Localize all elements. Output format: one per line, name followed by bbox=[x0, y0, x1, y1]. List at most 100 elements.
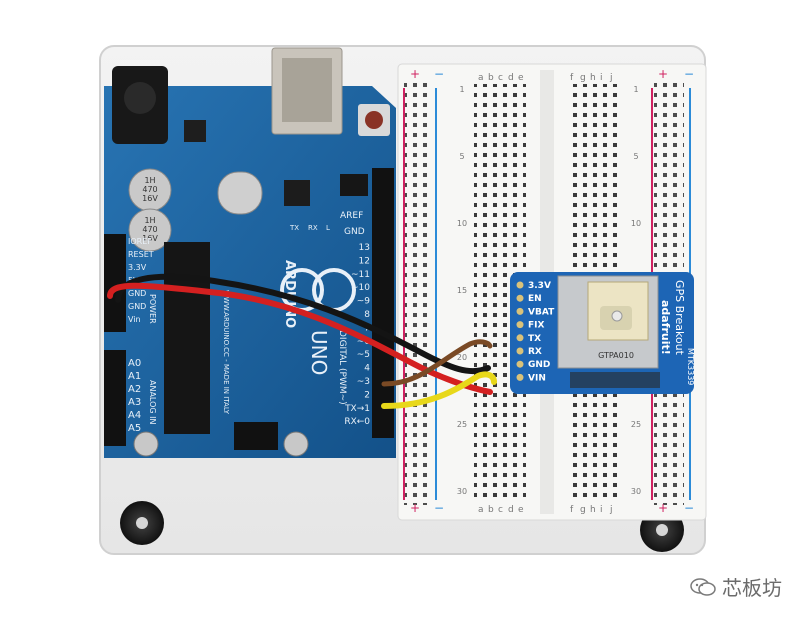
gps-pin-pad bbox=[516, 281, 524, 289]
icsp-header bbox=[340, 174, 368, 196]
led-label: RX bbox=[308, 224, 318, 232]
rail-plus-label: + bbox=[410, 501, 420, 515]
gps-pin-pad bbox=[516, 321, 524, 329]
column-letter: g bbox=[580, 505, 586, 515]
digital-label: DIGITAL (PWM~) bbox=[337, 330, 347, 405]
voltage-regulator bbox=[184, 120, 206, 142]
analog-pin-label: A2 bbox=[128, 384, 141, 395]
cap-label: 16V bbox=[142, 194, 158, 203]
column-letter: h bbox=[590, 73, 596, 83]
digital-pin-label: ~11 bbox=[351, 270, 370, 280]
analog-header bbox=[104, 350, 126, 446]
gps-breakout-board: GTPA010 GPS Breakout adafruit! MTK3339 3… bbox=[510, 272, 695, 394]
power-label: POWER bbox=[148, 294, 157, 324]
row-number: 1 bbox=[459, 85, 464, 94]
analog-pin-label: A1 bbox=[128, 371, 141, 382]
cap-label: 1H bbox=[144, 176, 155, 185]
row-number: 5 bbox=[459, 152, 464, 161]
digital-pin-label: ~6 bbox=[357, 337, 371, 347]
column-letter: b bbox=[488, 73, 494, 83]
row-number: 25 bbox=[457, 420, 467, 429]
aref-label: AREF bbox=[340, 211, 363, 221]
capacitor: 1H 470 16V bbox=[128, 168, 172, 212]
gps-pin-label: RX bbox=[528, 347, 542, 357]
gps-pin-label: VIN bbox=[528, 373, 546, 383]
digital-pin-label: 12 bbox=[359, 256, 370, 266]
power-pin-label: 3.3V bbox=[128, 263, 147, 272]
cap-label: 470 bbox=[142, 185, 157, 194]
column-letter: f bbox=[570, 505, 574, 515]
gps-pin-pad bbox=[516, 294, 524, 302]
gps-pin-pad bbox=[516, 307, 524, 315]
gps-pin-pad bbox=[516, 347, 524, 355]
icsp-header bbox=[234, 422, 278, 450]
gps-title: GPS Breakout bbox=[673, 280, 686, 356]
atmega-chip bbox=[164, 242, 210, 434]
analog-label: ANALOG IN bbox=[148, 380, 157, 425]
row-number: 20 bbox=[457, 353, 467, 362]
watermark: 芯板坊 bbox=[690, 572, 782, 601]
analog-pin-label: A4 bbox=[128, 410, 141, 421]
wire-yellow bbox=[381, 371, 497, 409]
power-pin-label: Vin bbox=[128, 315, 141, 324]
led-label: TX bbox=[289, 224, 299, 232]
gps-part: MTK3339 bbox=[686, 348, 695, 385]
row-number: 30 bbox=[631, 487, 641, 496]
mounting-screw bbox=[283, 431, 309, 457]
column-letter: a bbox=[478, 73, 484, 83]
rail-plus-label: + bbox=[410, 67, 420, 81]
row-number: 1 bbox=[633, 85, 638, 94]
row-number: 5 bbox=[633, 152, 638, 161]
board-url: WWW.ARDUINO.CC - MADE IN ITALY bbox=[222, 290, 230, 415]
rail-minus-label: − bbox=[434, 67, 444, 81]
crystal-oscillator bbox=[217, 171, 263, 215]
cap-label: 1H bbox=[144, 216, 155, 225]
column-letter: j bbox=[609, 505, 613, 515]
column-letter: g bbox=[580, 73, 586, 83]
digital-pin-label: ~9 bbox=[357, 297, 371, 307]
power-pin-label: GND bbox=[128, 289, 146, 298]
digital-pin-label: 4 bbox=[364, 364, 370, 374]
row-number: 25 bbox=[631, 420, 641, 429]
wire-brown bbox=[381, 339, 493, 387]
row-number: 30 bbox=[457, 487, 467, 496]
capacitor: 1H 470 16V bbox=[128, 208, 172, 252]
rail-plus-label: + bbox=[658, 501, 668, 515]
wire-red bbox=[107, 282, 493, 395]
rail-minus-label: − bbox=[434, 501, 444, 515]
wechat-icon bbox=[690, 577, 716, 596]
board-name: UNO bbox=[307, 330, 331, 375]
usb-chip bbox=[284, 180, 310, 206]
digital-pin-label: ~3 bbox=[357, 377, 370, 387]
row-number: 15 bbox=[457, 286, 467, 295]
analog-pin-label: A0 bbox=[128, 358, 141, 369]
column-letter: e bbox=[518, 73, 524, 83]
gps-module-label: GTPA010 bbox=[598, 351, 634, 360]
column-letter: c bbox=[498, 505, 503, 515]
gps-pin-pad bbox=[516, 373, 524, 381]
gps-pin-label: EN bbox=[528, 294, 542, 304]
column-letter: d bbox=[508, 505, 514, 515]
row-number: 10 bbox=[631, 219, 641, 228]
column-letter: h bbox=[590, 505, 596, 515]
gps-components bbox=[570, 372, 660, 388]
column-letter: f bbox=[570, 73, 574, 83]
cap-label: 16V bbox=[142, 234, 158, 243]
rail-minus-label: − bbox=[684, 501, 694, 515]
barrel-jack-opening bbox=[124, 82, 156, 114]
gps-pin-pad bbox=[516, 334, 524, 342]
gps-pin-label: FIX bbox=[528, 321, 544, 331]
gps-pin-label: VBAT bbox=[528, 307, 555, 317]
power-pin-label: IOREF bbox=[128, 237, 152, 246]
power-pin-label: RESET bbox=[128, 250, 154, 259]
mounting-screw bbox=[133, 431, 159, 457]
column-letter: c bbox=[498, 73, 503, 83]
digital-pin-label: RX←0 bbox=[344, 417, 370, 427]
digital-pin-label: ~5 bbox=[357, 350, 370, 360]
